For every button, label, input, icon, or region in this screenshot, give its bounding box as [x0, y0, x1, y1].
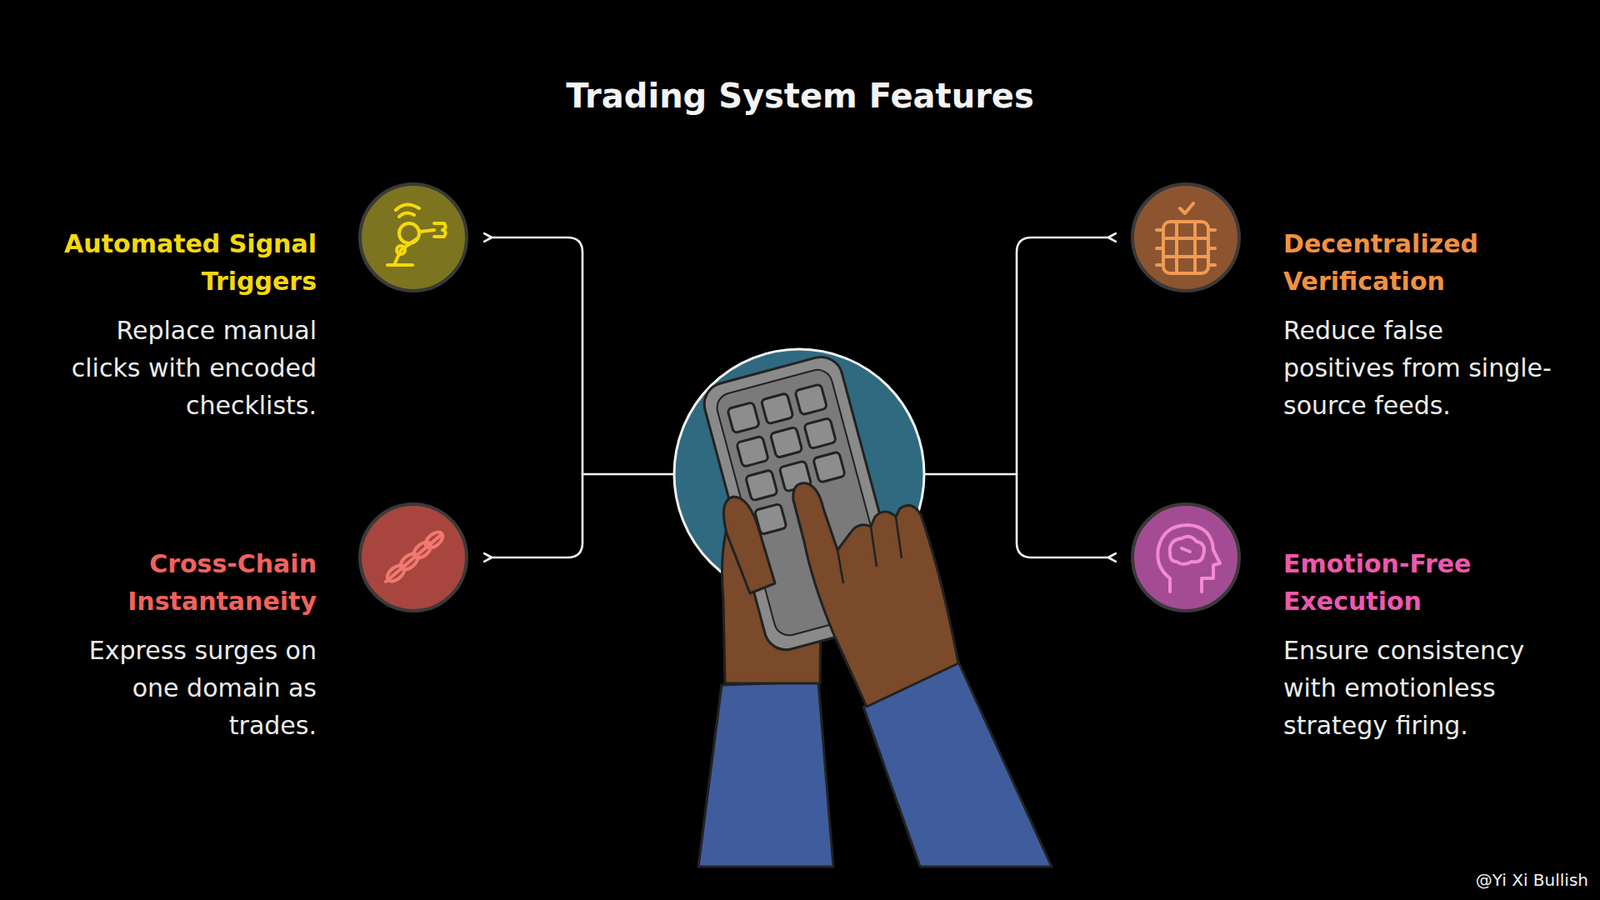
feature-description: Reduce false positives from single-sourc…: [1283, 311, 1559, 425]
branch-arrow: [1016, 237, 1109, 475]
branch-line: [925, 473, 1017, 476]
feature-text: Decentralized VerificationReduce false p…: [1283, 225, 1559, 425]
left-sleeve: [698, 681, 834, 867]
branch-line: [582, 473, 674, 476]
feature-text: Automated Signal TriggersReplace manual …: [41, 225, 317, 425]
branch-arrow: [491, 474, 583, 558]
feature-description: Express surges on one domain as trades.: [41, 631, 317, 745]
feature-icon: [1130, 501, 1242, 614]
branch-arrow: [491, 237, 583, 475]
feature-heading: Decentralized Verification: [1283, 225, 1559, 300]
right-hand: [793, 483, 959, 707]
feature-heading: Emotion-Free Execution: [1283, 545, 1559, 620]
diagram-title: Trading System Features: [0, 76, 1600, 115]
left-thumb: [723, 496, 775, 594]
branch-arrow: [1016, 474, 1109, 558]
watermark: @Yi Xi Bullish: [1475, 870, 1589, 890]
feature-icon: [357, 181, 470, 294]
feature-node: Emotion-Free ExecutionEnsure consistency…: [1125, 490, 1589, 753]
feature-node: Cross-Chain InstantaneityExpress surges …: [33, 490, 475, 753]
feature-node: Automated Signal TriggersReplace manual …: [33, 170, 475, 433]
feature-heading: Automated Signal Triggers: [41, 225, 317, 300]
feature-icon: [357, 501, 470, 614]
feature-node: Decentralized VerificationReduce false p…: [1125, 170, 1589, 433]
feature-description: Replace manual clicks with encoded check…: [41, 311, 317, 425]
feature-text: Emotion-Free ExecutionEnsure consistency…: [1283, 545, 1559, 745]
feature-icon: [1130, 181, 1242, 294]
feature-text: Cross-Chain InstantaneityExpress surges …: [41, 545, 317, 745]
feature-description: Ensure consistency with emotionless stra…: [1283, 631, 1559, 745]
feature-heading: Cross-Chain Instantaneity: [41, 545, 317, 620]
